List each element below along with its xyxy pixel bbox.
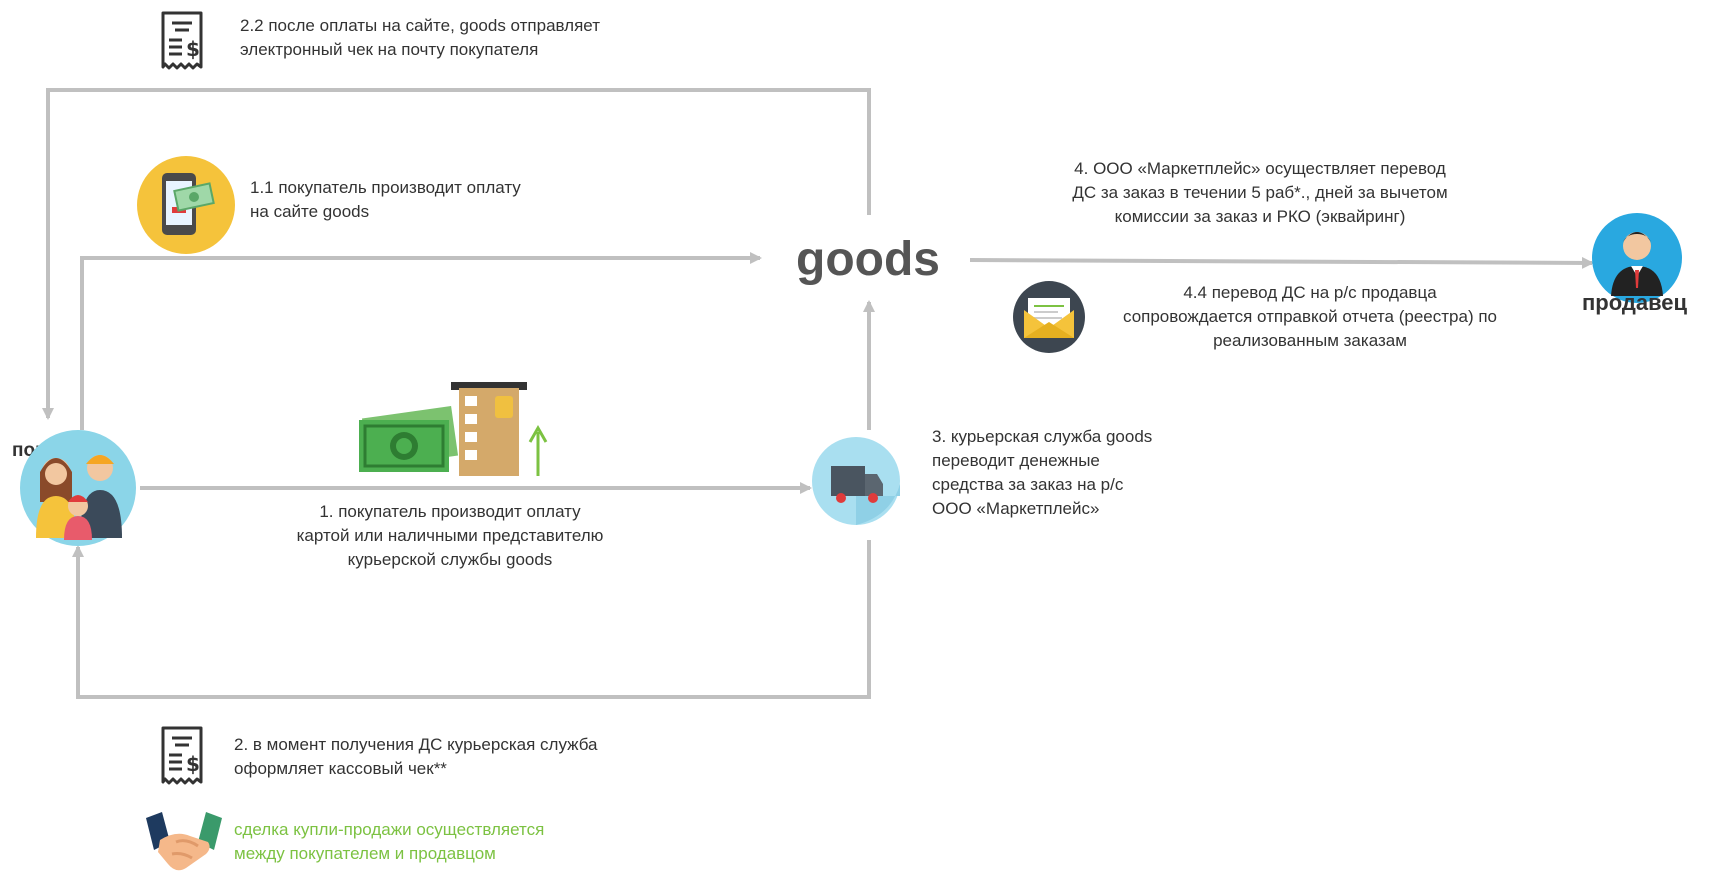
- arrow-buyer-to-goods-online: [80, 252, 762, 430]
- goods-node-label: goods: [796, 233, 940, 286]
- receipt-icon: $: [161, 11, 203, 70]
- seller-avatar-icon: [1592, 213, 1682, 303]
- handshake-icon: [146, 812, 222, 871]
- seller-label: продавец: [1582, 290, 1688, 315]
- arrow-goods-to-seller: [969, 256, 1594, 269]
- arrow-courier-to-buyer-receipt: [72, 540, 871, 699]
- delivery-truck-icon: [812, 437, 900, 525]
- arrow-goods-to-buyer-email: [42, 88, 871, 420]
- svg-text:$: $: [186, 752, 200, 776]
- step-4-text: 4. ООО «Маркетплейс» осуществляет перево…: [1072, 159, 1448, 226]
- envelope-report-icon: [1013, 281, 1085, 353]
- step-2-2-text: 2.2 после оплаты на сайте, goods отправл…: [240, 16, 600, 59]
- phone-payment-icon: [137, 156, 235, 254]
- step-2-text: 2. в момент получения ДС курьерская служ…: [234, 735, 598, 778]
- receipt-icon: $: [161, 726, 203, 785]
- family-avatar-icon: [20, 430, 136, 546]
- svg-text:$: $: [186, 37, 200, 61]
- cash-card-icon: [359, 382, 548, 476]
